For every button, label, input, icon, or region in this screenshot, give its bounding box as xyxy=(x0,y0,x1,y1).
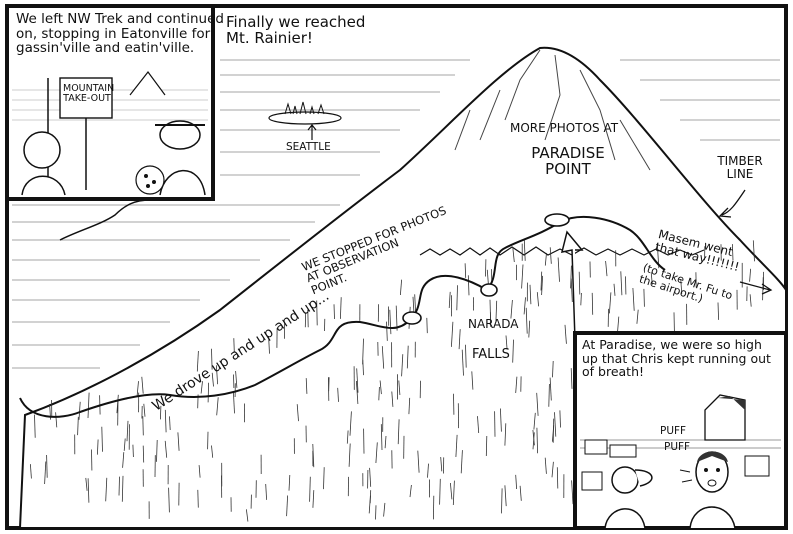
masem-arrow xyxy=(739,281,773,295)
label-seattle: SEATTLE xyxy=(286,141,331,153)
paradise-arrow xyxy=(560,230,584,341)
caption-bottom-right: At Paradise, we were so high up that Chr… xyxy=(582,337,771,379)
timberline-arrow xyxy=(718,189,746,218)
caption-main: Finally we reached Mt. Rainier! xyxy=(226,13,366,48)
inset-panel-bottom-right xyxy=(573,331,788,530)
label-narada: NARADA xyxy=(468,317,519,331)
caption-top-left: We left NW Trek and continued on, stoppi… xyxy=(16,11,224,57)
narada-falls-marker xyxy=(480,283,498,297)
inset-panel-top-left xyxy=(5,4,215,201)
puff-2: PUFF xyxy=(664,441,691,453)
seattle-island xyxy=(268,101,342,140)
shoreline xyxy=(59,199,151,241)
label-paradise-point: PARADISE POINT xyxy=(531,144,605,179)
puff-1: PUFF xyxy=(660,425,687,437)
mountain-takeout-sign: MOUNTAIN TAKE-OUT xyxy=(63,83,115,105)
forest-hatching xyxy=(30,240,764,522)
label-more-photos: MORE PHOTOS AT xyxy=(510,121,619,135)
paradise-point-marker xyxy=(544,213,570,227)
timberline xyxy=(419,246,705,256)
water-hatching xyxy=(12,59,780,369)
observation-point-marker xyxy=(402,311,422,325)
label-falls: FALLS xyxy=(472,347,510,362)
label-timber-line: TIMBER LINE xyxy=(717,154,763,181)
